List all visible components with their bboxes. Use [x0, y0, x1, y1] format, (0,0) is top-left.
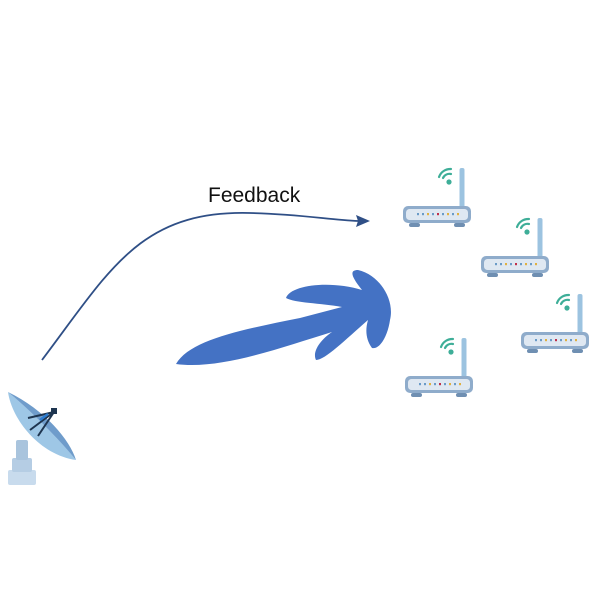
beam-shape	[176, 270, 391, 366]
feedback-label: Feedback	[208, 184, 301, 207]
feedback-arrow	[41, 212, 370, 361]
wifi-router-icon	[519, 292, 591, 355]
satellite-dish-icon	[8, 392, 76, 485]
wifi-router-icon	[403, 336, 475, 399]
wifi-router-icon	[479, 216, 551, 279]
wifi-router-icon	[401, 166, 473, 229]
